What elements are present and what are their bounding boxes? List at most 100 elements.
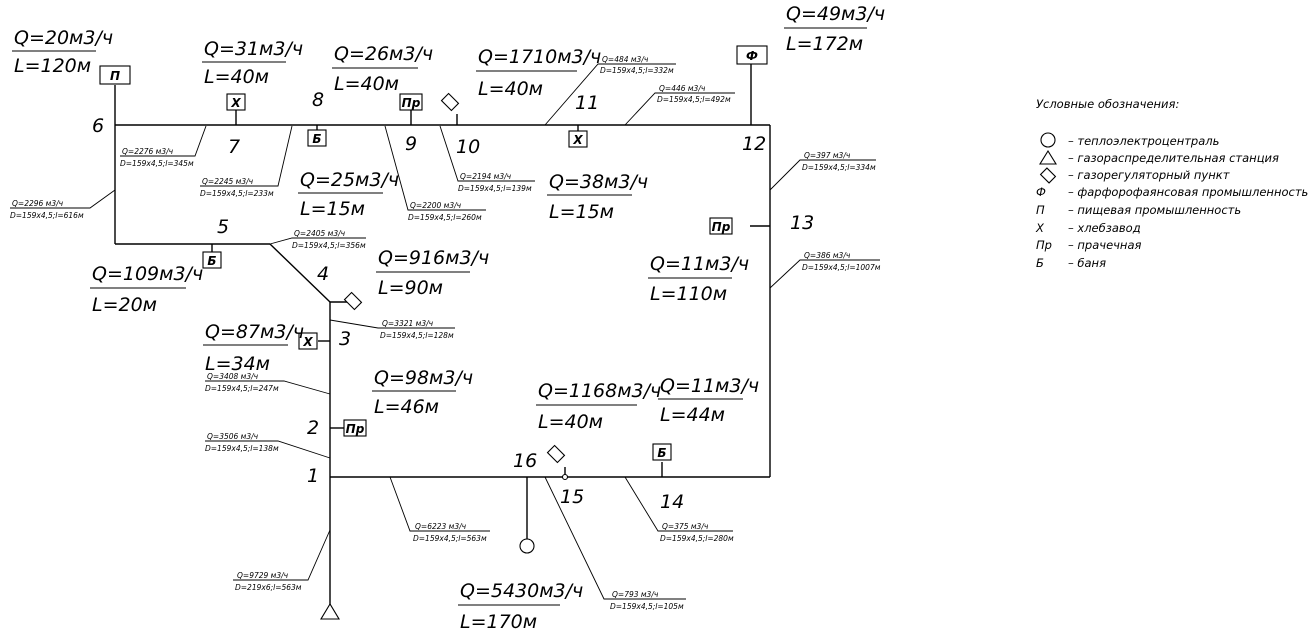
svg-text:Q=98м3/ч: Q=98м3/ч — [374, 367, 473, 389]
chp-circle-icon — [519, 538, 535, 554]
svg-text:Q=2296 м3/ч: Q=2296 м3/ч — [12, 199, 64, 208]
legend-item-text: – газорегуляторный пункт — [1068, 168, 1230, 182]
consumer-boxes: П Ф Х Б Пр Х Пр Б Х Пр Б — [99, 45, 768, 461]
svg-text:L=15м: L=15м — [300, 198, 365, 220]
consumer-b-label: Б — [312, 132, 321, 146]
svg-text:D=159х4,5;l=138м: D=159х4,5;l=138м — [205, 444, 279, 453]
flow-label: Q=87м3/ч L=34м — [203, 321, 304, 375]
box-b — [307, 129, 327, 147]
svg-text:D=159х4,5;l=105м: D=159х4,5;l=105м — [610, 602, 684, 611]
svg-text:L=46м: L=46м — [374, 396, 439, 418]
flow-label: Q=916м3/ч L=90м — [376, 247, 489, 299]
consumer-x-label: Х — [230, 96, 241, 110]
legend-title: Условные обозначения: — [1036, 97, 1179, 111]
box-x — [226, 93, 246, 111]
box-pr — [399, 93, 423, 111]
svg-text:Q=3408 м3/ч: Q=3408 м3/ч — [207, 372, 259, 381]
svg-text:L=170м: L=170м — [460, 611, 537, 633]
svg-text:D=159х4,5;l=139м: D=159х4,5;l=139м — [458, 184, 532, 193]
node-label: 1 — [307, 465, 319, 487]
legend-symbol: Х — [1035, 221, 1045, 235]
svg-text:D=159х4,5;l=563м: D=159х4,5;l=563м — [413, 534, 487, 543]
flow-label: Q=11м3/ч L=44м — [658, 375, 759, 426]
box-pr — [709, 217, 733, 235]
flow-label: Q=25м3/ч L=15м — [298, 169, 399, 220]
pipe-label: Q=397 м3/чD=159х4,5;l=334м — [802, 151, 876, 172]
svg-text:L=120м: L=120м — [14, 55, 91, 77]
grp-rhombus-icon — [546, 444, 566, 464]
legend-item-text: – баня — [1068, 256, 1106, 270]
svg-text:L=90м: L=90м — [378, 277, 443, 299]
svg-text:Q=31м3/ч: Q=31м3/ч — [204, 38, 303, 60]
flow-label: Q=26м3/ч L=40м — [332, 43, 433, 95]
flow-label: Q=31м3/ч L=40м — [202, 38, 303, 88]
svg-text:D=159х4,5;l=247м: D=159х4,5;l=247м — [205, 384, 279, 393]
pipe-label: Q=2405 м3/чD=159х4,5;l=356м — [292, 229, 366, 250]
box-ph — [736, 45, 768, 65]
legend: Условные обозначения: – теплоэлектроцент… — [1035, 97, 1308, 270]
pipe-label: Q=484 м3/чD=159х4,5;l=332м — [600, 55, 674, 75]
svg-text:Q=397 м3/ч: Q=397 м3/ч — [804, 151, 851, 160]
svg-text:Q=25м3/ч: Q=25м3/ч — [300, 169, 399, 191]
svg-text:L=172м: L=172м — [786, 33, 863, 55]
node-label: 6 — [92, 115, 104, 137]
flow-label: Q=5430м3/ч L=170м — [458, 580, 583, 633]
legend-symbol: П — [1036, 203, 1045, 217]
consumer-x-label: Х — [302, 335, 313, 349]
svg-text:Q=1710м3/ч: Q=1710м3/ч — [478, 46, 601, 68]
svg-text:D=159х4,5;l=233м: D=159х4,5;l=233м — [200, 189, 274, 198]
svg-text:Q=6223 м3/ч: Q=6223 м3/ч — [415, 522, 467, 531]
consumer-p-label: П — [110, 69, 120, 83]
gds-triangle-icon — [320, 602, 340, 620]
node-label: 8 — [312, 89, 324, 111]
pipe-label: Q=3506 м3/чD=159х4,5;l=138м — [205, 432, 279, 453]
triangle-icon — [1039, 149, 1057, 165]
svg-text:Q=2194 м3/ч: Q=2194 м3/ч — [460, 172, 512, 181]
pipe-label: Q=2245 м3/чD=159х4,5;l=233м — [200, 177, 274, 198]
grp-rhombus-icon — [343, 291, 363, 311]
svg-text:D=159х4,5;l=492м: D=159х4,5;l=492м — [657, 95, 731, 104]
box-p — [99, 65, 131, 85]
node-label: 13 — [790, 212, 814, 234]
legend-item-text: – пищевая промышленность — [1068, 203, 1241, 217]
svg-text:Q=49м3/ч: Q=49м3/ч — [786, 3, 885, 25]
node-label: 14 — [660, 491, 684, 513]
pipe-label: Q=3321 м3/чD=159х4,5;l=128м — [380, 319, 454, 340]
symbols — [320, 92, 569, 620]
pipe-network — [114, 64, 771, 605]
flow-label: Q=49м3/ч L=172м — [784, 3, 885, 55]
pipe-label: Q=375 м3/чD=159х4,5;l=280м — [660, 522, 734, 543]
svg-text:L=40м: L=40м — [334, 73, 399, 95]
flow-label: Q=11м3/ч L=110м — [648, 253, 749, 305]
svg-text:Q=793 м3/ч: Q=793 м3/ч — [612, 590, 659, 599]
svg-text:Q=11м3/ч: Q=11м3/ч — [660, 375, 759, 397]
flow-label: Q=20м3/ч L=120м — [12, 27, 113, 77]
pipe-label: Q=3408 м3/чD=159х4,5;l=247м — [205, 372, 279, 393]
flow-label: Q=38м3/ч L=15м — [547, 171, 648, 223]
svg-text:Q=484 м3/ч: Q=484 м3/ч — [602, 55, 649, 64]
flow-labels: Q=20м3/ч L=120м Q=31м3/ч L=40м Q=26м3/ч … — [12, 3, 885, 633]
pipe-label: Q=6223 м3/чD=159х4,5;l=563м — [413, 522, 487, 543]
node-label: 12 — [742, 133, 766, 155]
box-x — [568, 130, 588, 148]
flow-label: Q=1168м3/ч L=40м — [536, 380, 661, 433]
svg-text:Q=9729 м3/ч: Q=9729 м3/ч — [237, 571, 289, 580]
node-label: 4 — [317, 263, 329, 285]
leader-lines — [10, 63, 880, 600]
flow-label: Q=1710м3/ч L=40м — [476, 46, 601, 100]
pipe-label: Q=386 м3/чD=159х4,5;l=1007м — [802, 251, 881, 272]
node-label: 15 — [560, 486, 584, 508]
svg-text:D=219х6;l=563м: D=219х6;l=563м — [235, 583, 302, 592]
node-label: 16 — [513, 450, 537, 472]
node-label: 5 — [217, 216, 229, 238]
node-label: 9 — [405, 133, 417, 155]
svg-text:Q=5430м3/ч: Q=5430м3/ч — [460, 580, 583, 602]
svg-text:L=110м: L=110м — [650, 283, 727, 305]
grp-rhombus-icon — [440, 92, 460, 112]
svg-text:Q=3506 м3/ч: Q=3506 м3/ч — [207, 432, 259, 441]
svg-text:D=159х4,5;l=280м: D=159х4,5;l=280м — [660, 534, 734, 543]
flow-label: Q=98м3/ч L=46м — [372, 367, 473, 418]
svg-text:Q=2200 м3/ч: Q=2200 м3/ч — [410, 201, 462, 210]
svg-text:D=159х4,5;l=1007м: D=159х4,5;l=1007м — [802, 263, 881, 272]
